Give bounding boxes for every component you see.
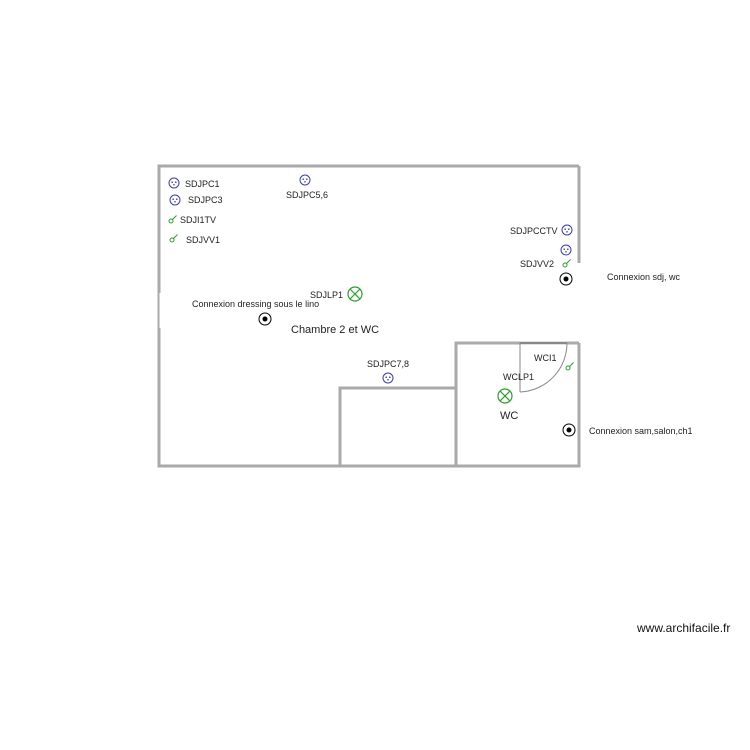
socket-icon [168, 177, 180, 189]
socket-sdjpc1: SDJPC1 [168, 177, 220, 189]
brand-watermark: www.archifacile.fr [637, 621, 731, 635]
connection-dressing: Connexion dressing sous le lino [192, 299, 319, 326]
switch-label: SDJI1TV [180, 215, 216, 225]
light-wclp1: WCLP1 [497, 372, 534, 404]
socket-icon [299, 174, 311, 186]
connection-sdj-wc: Connexion sdj, wc [559, 272, 681, 286]
socket-label: SDJPC7,8 [367, 359, 409, 369]
wc-door [519, 341, 568, 393]
connection-label: Connexion dressing sous le lino [192, 299, 319, 309]
connection-label: Connexion sdj, wc [607, 272, 681, 282]
light-label: WCLP1 [503, 372, 534, 382]
socket-label: SDJPC3 [188, 195, 223, 205]
socket-sdjpc3: SDJPC3 [169, 194, 223, 206]
walls [157, 164, 581, 468]
socket-sdjpc56: SDJPC5,6 [286, 174, 328, 200]
socket-icon [560, 244, 572, 256]
switch-icon [565, 362, 574, 371]
light-icon [347, 286, 363, 302]
connection-label: Connexion sam,salon,ch1 [589, 426, 693, 436]
switch-sdjvv1: SDJVV1 [169, 234, 220, 245]
socket-icon [382, 372, 394, 384]
room-label-main: Chambre 2 et WC [291, 324, 379, 336]
switch-icon [169, 234, 178, 243]
switch-sdji1tv: SDJI1TV [168, 215, 216, 225]
socket-sdjpcctv: SDJPCCTV [510, 224, 573, 236]
socket-label: SDJPCCTV [510, 226, 558, 236]
switch-label: WCI1 [534, 353, 557, 363]
socket-label: SDJPC5,6 [286, 190, 328, 200]
switch-wci1: WCI1 [534, 353, 574, 371]
socket-sdjpc78: SDJPC7,8 [367, 359, 409, 384]
light-sdjlp1: SDJLP1 [310, 286, 363, 302]
light-icon [497, 388, 513, 404]
room-label-wc: WC [500, 410, 518, 422]
switch-sdjvv2: SDJVV2 [520, 259, 571, 269]
connection-point-icon [258, 312, 272, 326]
switch-icon [562, 259, 571, 268]
switch-label: SDJVV1 [186, 235, 220, 245]
socket-icon [561, 224, 573, 236]
switch-icon [168, 215, 177, 224]
light-label: SDJLP1 [310, 290, 343, 300]
socket-label: SDJPC1 [185, 179, 220, 189]
connection-point-icon [562, 423, 576, 437]
connection-sam-salon: Connexion sam,salon,ch1 [562, 423, 693, 437]
switch-label: SDJVV2 [520, 259, 554, 269]
connection-point-icon [559, 272, 573, 286]
socket-icon [169, 194, 181, 206]
socket-unlabeled [560, 244, 572, 256]
